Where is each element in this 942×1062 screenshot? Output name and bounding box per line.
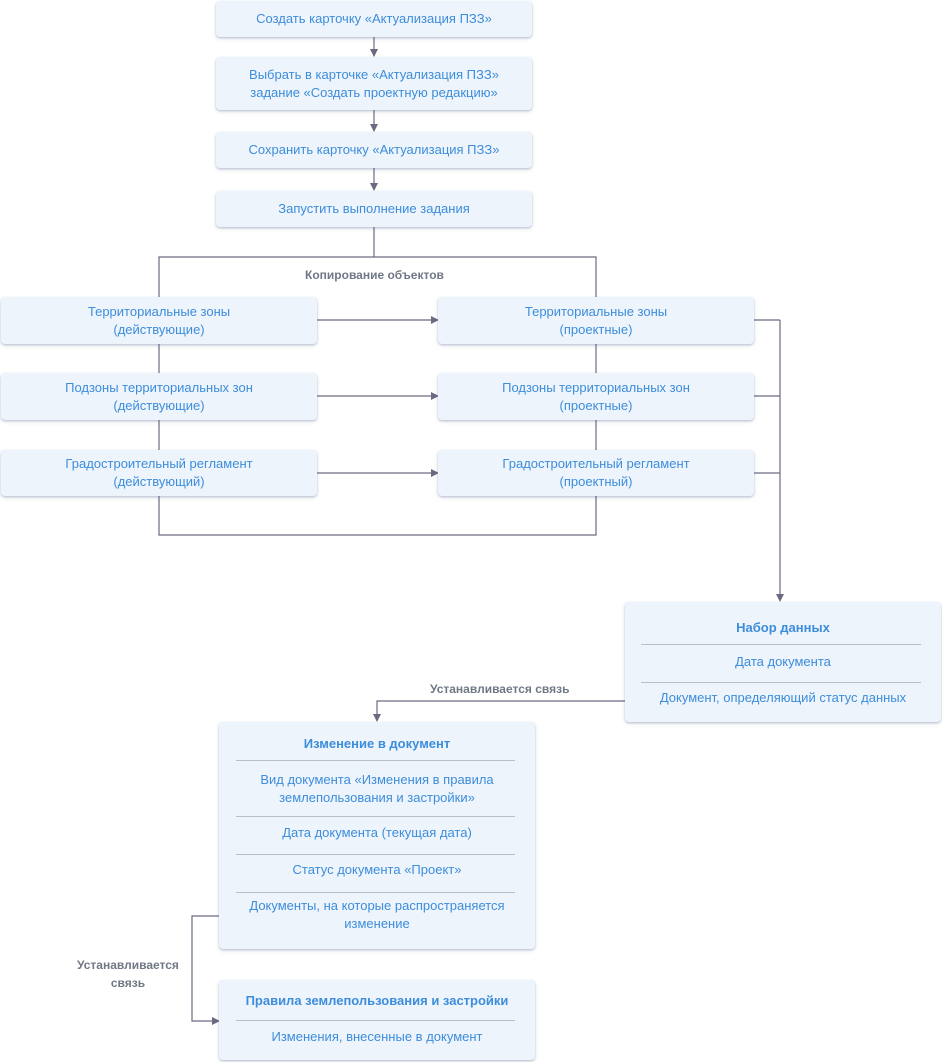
project-zones-node[interactable]: Территориальные зоны (проектные) [438,297,754,344]
arrow-dataset-change [373,700,625,722]
dataset-separator-1 [641,644,921,645]
create-card-step[interactable]: Создать карточку «Актуализация ПЗЗ» [216,1,532,37]
current-subzones-node[interactable]: Подзоны территориальных зон (действующие… [1,373,317,420]
change-applies-line1: Документы, на которые распространяется [249,898,505,913]
copy-objects-label: Копирование объектов [305,268,444,282]
current-subzones-line2: (действующие) [113,397,205,413]
run-task-step-text: Запустить выполнение задания [278,201,470,216]
project-subzones-node[interactable]: Подзоны территориальных зон (проектные) [438,373,754,420]
rules-separator [236,1020,515,1021]
save-card-step-text: Сохранить карточку «Актуализация ПЗЗ» [248,142,500,157]
change-separator-4 [236,892,515,893]
project-zones-line2: (проектные) [559,321,633,337]
current-zones-node[interactable]: Территориальные зоны (действующие) [1,297,317,344]
choose-task-step[interactable]: Выбрать в карточке «Актуализация ПЗЗ» за… [216,57,532,110]
change-separator-2 [236,816,515,817]
choose-task-line1: Выбрать в карточке «Актуализация ПЗЗ» [249,66,499,82]
project-zones-line1: Территориальные зоны [524,303,668,319]
dataset-node[interactable]: Набор данных Дата документа Документ, оп… [625,602,941,722]
rules-changes: Изменения, внесенные в документ [271,1029,483,1044]
link-label-dataset: Устанавливается связь [430,682,570,696]
rules-node[interactable]: Правила землепользования и застройки Изм… [219,980,535,1060]
change-document-title: Изменение в документ [303,736,451,751]
current-regulation-line1: Градостроительный регламент [65,456,253,471]
project-subzones-line1: Подзоны территориальных зон [502,379,690,395]
dataset-status-doc: Документ, определяющий статус данных [659,690,907,705]
current-zones-line1: Территориальные зоны [87,303,231,319]
copy-frame-bottom [158,496,597,536]
change-doc-date: Дата документа (текущая дата) [282,825,472,840]
project-subzones-line2: (проектные) [559,397,633,413]
change-document-node[interactable]: Изменение в документ Вид документа «Изме… [219,722,535,949]
current-subzones-line1: Подзоны территориальных зон [65,379,253,395]
current-zones-line2: (действующие) [113,321,205,337]
rules-title: Правила землепользования и застройки [245,993,509,1008]
create-card-step-text: Создать карточку «Актуализация ПЗЗ» [256,11,492,26]
link-label-rules-line2: связь [110,976,146,990]
current-regulation-node[interactable]: Градостроительный регламент (действующий… [1,450,317,496]
dataset-separator-2 [641,682,921,683]
change-separator-3 [236,854,515,855]
project-regulation-line1: Градостроительный регламент [502,456,690,471]
choose-task-line2: задание «Создать проектную редакцию» [250,84,498,100]
arrow-change-rules [191,915,220,1025]
project-regulation-line2: (проектный) [559,474,633,489]
dataset-title: Набор данных [736,620,830,635]
change-doc-status: Статус документа «Проект» [292,862,462,877]
current-regulation-line2: (действующий) [113,474,205,489]
project-regulation-node[interactable]: Градостроительный регламент (проектный) [438,450,754,496]
copy-frame-top [158,256,597,297]
link-label-rules: Устанавливается связь [66,956,190,992]
change-doc-type-line2: землепользования и застройки» [279,790,475,805]
dataset-doc-date: Дата документа [735,654,831,669]
save-card-step[interactable]: Сохранить карточку «Актуализация ПЗЗ» [216,132,532,168]
change-doc-type-line1: Вид документа «Изменения в правила [260,772,494,787]
run-task-step[interactable]: Запустить выполнение задания [216,191,532,227]
change-applies-line2: изменение [344,916,410,931]
change-separator-1 [236,760,515,761]
link-label-rules-line1: Устанавливается [77,958,179,972]
